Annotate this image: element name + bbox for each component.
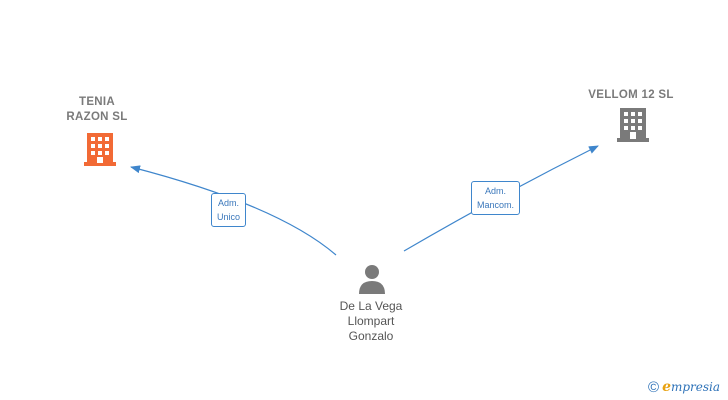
brand-name: mpresia (670, 380, 721, 394)
person-name-line: Llompart (347, 314, 395, 328)
person-name-line: Gonzalo (348, 329, 394, 343)
brand-watermark: ©empresia (648, 379, 720, 396)
company-left-name[interactable]: TENIA RAZON SL (66, 96, 128, 123)
brand-initial: e (662, 379, 671, 395)
building-icon[interactable] (84, 132, 116, 166)
copyright-icon: © (648, 379, 660, 396)
edge-label-line: Mancom. (477, 200, 515, 210)
edge-label-line: Adm. (485, 186, 507, 196)
edge-label-line: Unico (217, 212, 241, 222)
company-right-name[interactable]: VELLOM 12 SL (588, 89, 674, 101)
edge-label-left: Adm. Unico (211, 193, 247, 227)
edge-label-line: Adm. (218, 198, 240, 208)
person-icon[interactable] (358, 264, 386, 294)
person-name[interactable]: De La Vega Llompart Gonzalo (316, 299, 426, 344)
person-name-line: De La Vega (339, 299, 403, 313)
edge-to-left-company (130, 165, 337, 256)
edge-label-right: Adm. Mancom. (471, 181, 521, 215)
building-icon[interactable] (617, 107, 649, 142)
